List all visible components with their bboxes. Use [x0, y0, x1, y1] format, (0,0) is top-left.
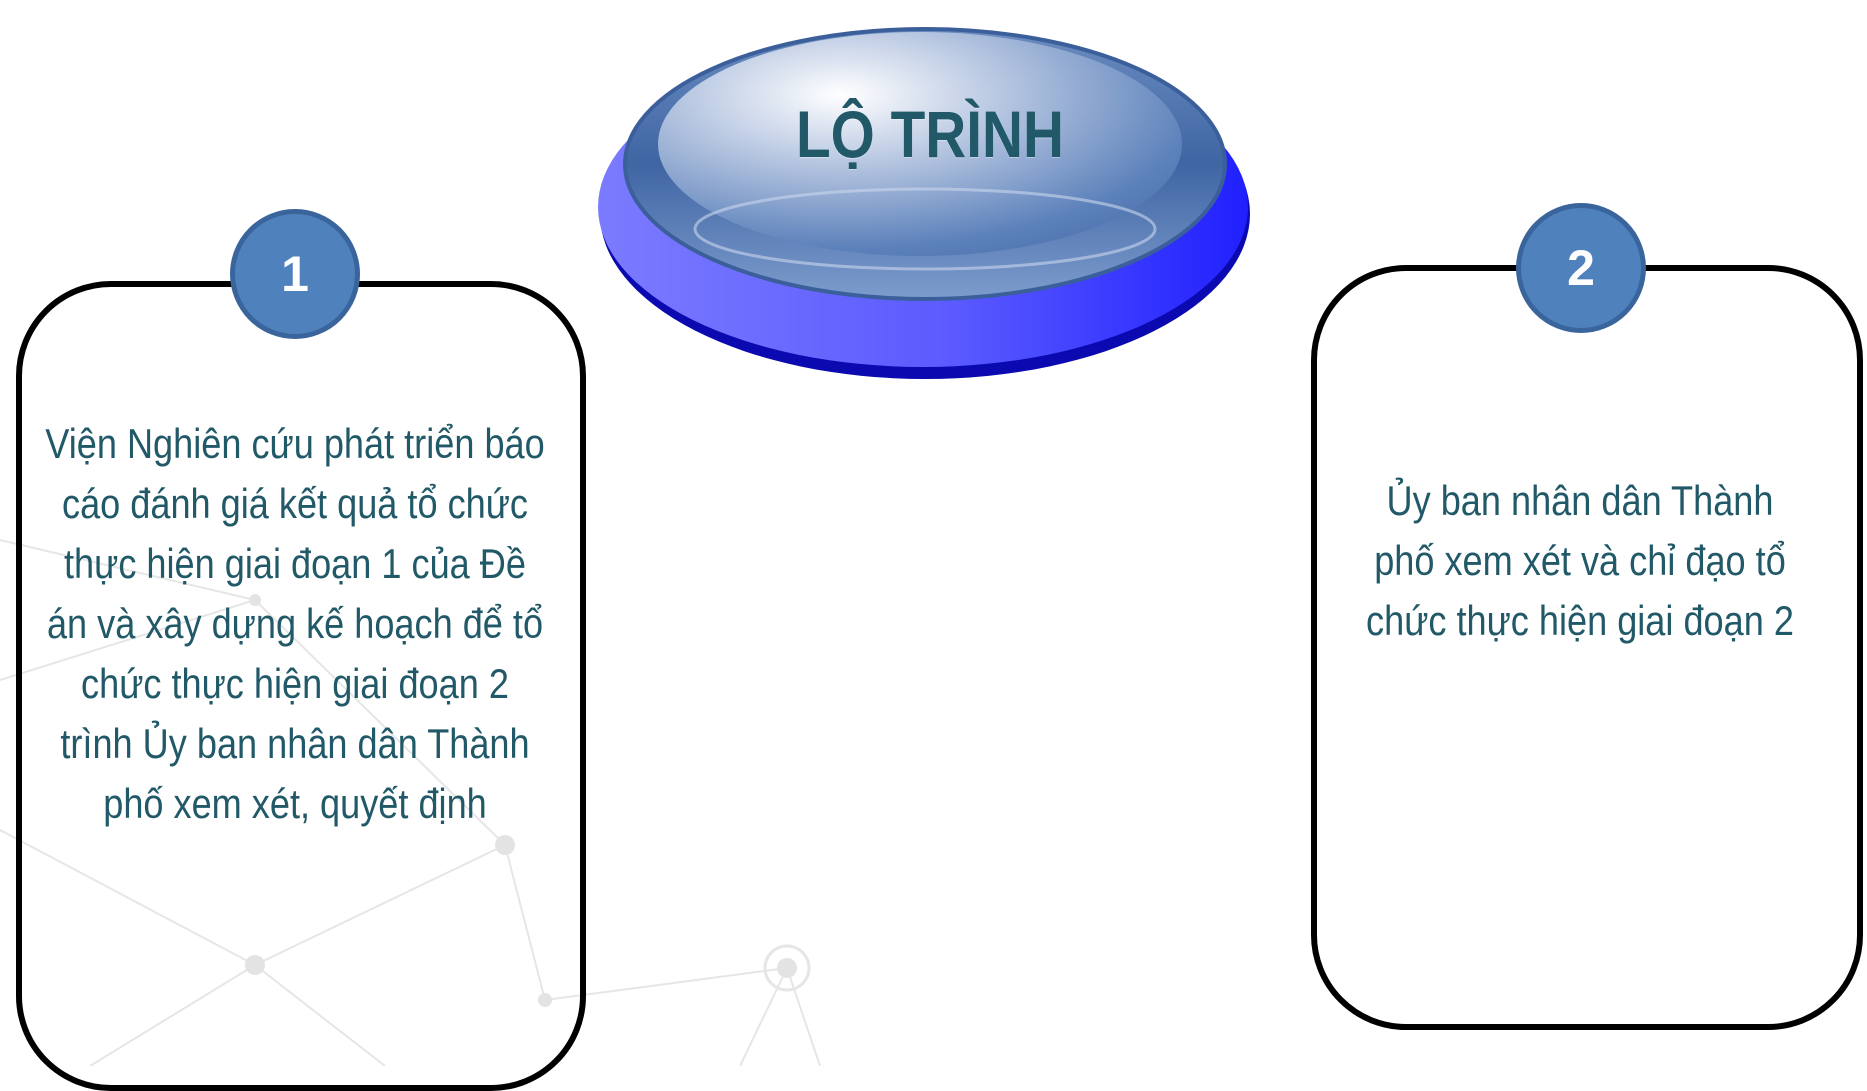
step-2-number-badge: 2 [1516, 203, 1646, 333]
title-text: LỘ TRÌNH [795, 97, 1064, 171]
step-1-description: Viện Nghiên cứu phát triển báo cáo đánh … [45, 420, 545, 827]
step-2-description: Ủy ban nhân dân Thành phố xem xét và chỉ… [1366, 477, 1794, 644]
title-plate [598, 27, 1250, 379]
step-1-number-badge: 1 [230, 209, 360, 339]
